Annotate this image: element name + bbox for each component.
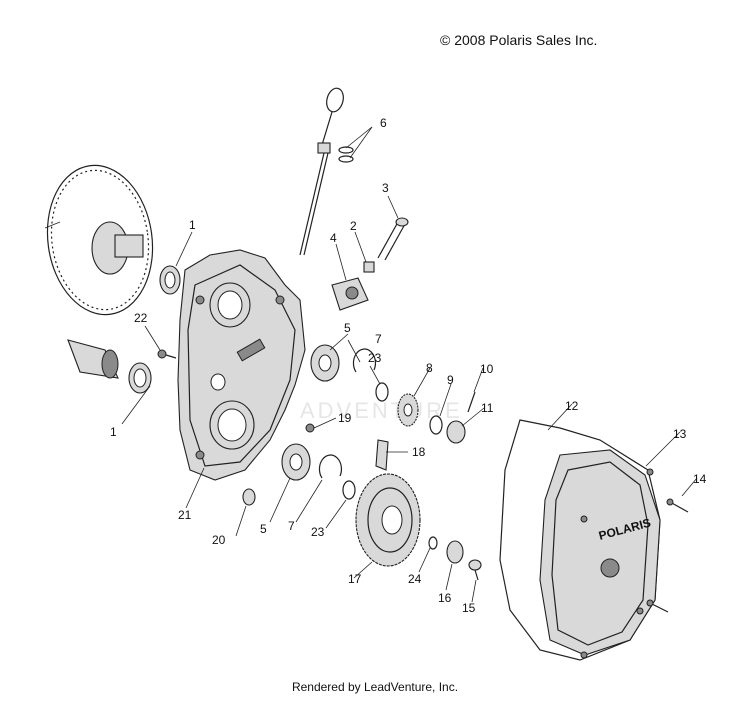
callout-1-upper: 1 — [189, 218, 196, 232]
callout-7-lower: 7 — [288, 519, 295, 533]
callout-5-upper: 5 — [344, 321, 351, 335]
nut — [363, 261, 375, 273]
callout-1-lower: 1 — [110, 425, 117, 439]
bearing-lower — [281, 443, 311, 481]
callout-5-lower: 5 — [260, 522, 267, 536]
pin — [377, 217, 409, 261]
thrust-washer — [446, 540, 464, 564]
snap-ring-upper — [352, 348, 377, 373]
gearcase-cover: POLARIS — [539, 449, 661, 659]
callout-21: 21 — [178, 508, 192, 522]
callout-4: 4 — [330, 231, 337, 245]
input-shaft — [67, 339, 119, 379]
callout-14: 14 — [693, 472, 707, 486]
footer-credit: Rendered by LeadVenture, Inc. — [291, 680, 459, 694]
callout-20: 20 — [212, 533, 226, 547]
callout-12: 12 — [565, 399, 579, 413]
callout-15: 15 — [462, 601, 476, 615]
bolt — [468, 559, 482, 581]
copyright-notice: © 2008 Polaris Sales Inc. — [440, 32, 598, 48]
callout-8: 8 — [426, 361, 433, 375]
leader-lines — [121, 126, 698, 603]
callout-11: 11 — [481, 401, 494, 415]
washer-lower — [342, 480, 356, 500]
bearing-upper — [310, 344, 340, 382]
sprocket — [355, 473, 421, 567]
cotter-pin — [467, 391, 476, 413]
watermark-text: ADVENTURE — [300, 398, 463, 423]
small-washer — [428, 536, 438, 550]
drain-plug — [242, 488, 256, 506]
callout-23-upper: 23 — [368, 351, 382, 365]
snap-ring-lower — [318, 454, 343, 479]
castle-nut — [446, 420, 466, 444]
callout-24: 24 — [408, 572, 422, 586]
callout-6: 6 — [380, 116, 387, 130]
callout-18: 18 — [412, 445, 426, 459]
callout-labels: 1 1 2 3 4 5 5 6 7 7 8 9 10 11 12 13 14 1… — [110, 116, 707, 615]
dipstick — [299, 87, 354, 256]
cover-bolt — [646, 498, 689, 613]
callout-17: 17 — [348, 572, 362, 586]
tensioner — [375, 439, 389, 471]
callout-2: 2 — [350, 219, 357, 233]
callout-10: 10 — [480, 362, 494, 376]
callout-23-lower: 23 — [311, 525, 325, 539]
callout-7-upper: 7 — [375, 332, 382, 346]
callout-13: 13 — [673, 427, 687, 441]
callout-3: 3 — [382, 181, 389, 195]
callout-19: 19 — [338, 411, 352, 425]
drive-gear — [397, 393, 419, 427]
bolt-small — [305, 423, 315, 433]
callout-16: 16 — [438, 591, 452, 605]
callout-9: 9 — [447, 373, 454, 387]
drive-clutch — [44, 164, 154, 316]
washer — [429, 415, 443, 435]
callout-22: 22 — [134, 311, 148, 325]
screw — [157, 349, 177, 359]
washer-upper — [375, 382, 389, 402]
gearcase-housing — [177, 249, 306, 481]
bracket — [331, 277, 369, 311]
